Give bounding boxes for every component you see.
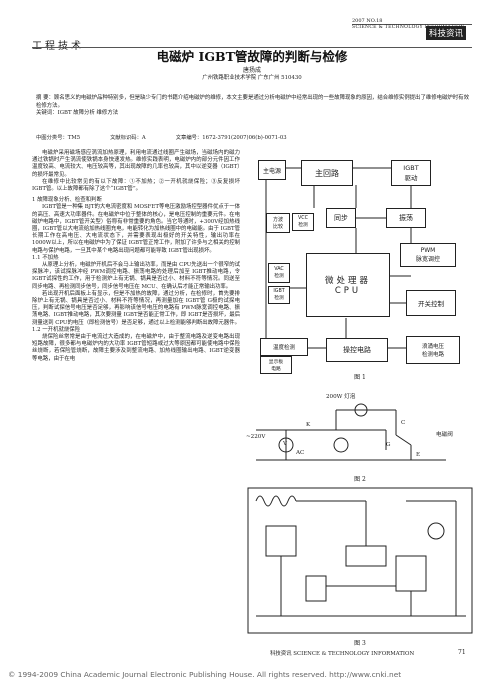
body-column: 电磁炉采用磁场感应涡流加热原理，利用电流通过线圈产生磁场，当磁场内的磁力通过铁锅…	[32, 150, 240, 363]
ac-label: AC	[296, 450, 305, 456]
figure-1-wiring	[265, 167, 412, 349]
figure-1-caption: 图 1	[354, 374, 366, 381]
block-main-power: 主电源	[258, 160, 286, 180]
copyright-notice: © 1994-2009 China Academic Journal Elect…	[8, 670, 402, 679]
paragraph: 烧保险丝常常是由于电流过大造成的，在电磁炉中，由于整流电路及逆变电路出现短路故障…	[32, 334, 240, 362]
emitter-label: E	[416, 452, 421, 458]
section-label: 工程技术	[32, 37, 84, 52]
article-affiliation: 广州铁路职业技术学院 广东广州 510430	[202, 75, 302, 81]
block-main-loop: 主回路	[301, 160, 353, 186]
figure-3	[246, 486, 474, 636]
footer-journal: 科技资讯 SCIENCE & TECHNOLOGY INFORMATION	[270, 651, 415, 657]
subsection-heading: 1.2 一开机就烧保险	[32, 326, 81, 333]
header-rule	[32, 47, 472, 48]
figure-2-circuit	[256, 403, 446, 461]
block-operate-circuit: 操控电路	[326, 338, 388, 362]
block-sync: 同步	[326, 208, 356, 228]
abstract: 摘 要：顾名思义的电磁炉品种特别多，但是缺少专门的书籍介绍电磁炉的维修，本文主要…	[36, 95, 470, 118]
doc-code: 文献标识码：A	[110, 135, 146, 141]
paragraph: IGBT管是一种集 BJT的大电流密度和 MOSFET等电压激励场控型器件优点于…	[32, 204, 240, 254]
paragraph: 电磁炉采用磁场感应涡流加热原理，利用电流通过线圈产生磁场，当磁场内的磁力通过铁锅…	[32, 150, 240, 178]
collector-label: C	[401, 420, 406, 426]
figure-3-caption: 图 3	[354, 640, 366, 647]
block-oscillator: 振荡	[386, 208, 426, 228]
block-temperature-detect: 温度检测	[260, 338, 308, 356]
figure-2: 200W 灯泡 ~220V K V AC C G E 电磁阀	[246, 390, 474, 470]
gate-label: G	[386, 442, 391, 448]
block-surge-detect: 浪涌电压 检测电路	[406, 336, 460, 364]
lamp-label: 200W 灯泡	[326, 394, 356, 400]
block-pwm: PWM 脉宽调控	[400, 243, 456, 267]
valve-label: 电磁阀	[436, 432, 453, 438]
block-vac-detect: VAC 检测	[268, 263, 290, 283]
block-igbt-detect: IGBT 检测	[268, 286, 290, 304]
voltmeter-label: V	[283, 441, 288, 447]
subsection-heading: 1.1 不加热	[32, 254, 59, 261]
journal-header: 2007 NO.18 SCIENCE & TECHNOLOGY INFORMAT…	[352, 18, 472, 30]
switch-label: K	[306, 422, 311, 428]
block-comparator: 方波 比较	[266, 213, 290, 233]
figure-2-caption: 图 2	[354, 476, 366, 483]
keywords: 关键词：IGBT 故障分析 维修方法	[36, 110, 119, 117]
page-number: 71	[458, 649, 466, 656]
abstract-text: 摘 要：顾名思义的电磁炉品种特别多，但是缺少专门的书籍介绍电磁炉的维修，本文主要…	[36, 95, 469, 109]
section-heading: 1 故障现象分析、检查和判断	[32, 197, 102, 204]
article-meta: 中图分类号：TM5 文献标识码：A 文章编号：1672-3791(2007)06…	[36, 133, 470, 141]
source-label: ~220V	[246, 434, 266, 440]
year-issue: 2007 NO.18	[352, 18, 472, 25]
block-mcu: 微处理器 CPU	[306, 253, 390, 317]
clc-number: 中图分类号：TM5	[36, 135, 81, 141]
paragraph: 若出现开机后面板上有显示，但是不加热的故障，通过分析，在检修时，首先要排除炉上有…	[32, 290, 240, 326]
article-author: 唐扬成	[242, 67, 261, 74]
block-vcc-detect: VCC 检测	[292, 213, 314, 231]
paragraph: 在维修中比较常见的有以下故障：①不加热；②一开机就烧保险；③反复损坏 IGBT管…	[32, 178, 240, 193]
figure-3-circuit	[247, 487, 473, 634]
article-id: 文章编号：1672-3791(2007)06(b)-0071-03	[175, 135, 287, 141]
block-display-board: 显示板 电路	[260, 356, 292, 374]
journal-badge: 科技资讯	[426, 26, 467, 40]
journal-name-en: SCIENCE & TECHNOLOGY INFORMATION	[352, 25, 465, 30]
figure-1: 主电源 主回路 IGBT 驱动 方波 比较 VCC 检测 同步 振荡 VAC 检…	[246, 158, 474, 378]
block-igbt-drive: IGBT 驱动	[391, 160, 431, 186]
block-switch-control: 开关控制	[406, 290, 456, 316]
paragraph: 从原理上分析，电磁炉开机后不会马上输出功率，而是由 CPU先送出一个很窄的试探脉…	[32, 262, 240, 290]
article-title: 电磁炉 IGBT管故障的判断与检修	[156, 49, 348, 64]
